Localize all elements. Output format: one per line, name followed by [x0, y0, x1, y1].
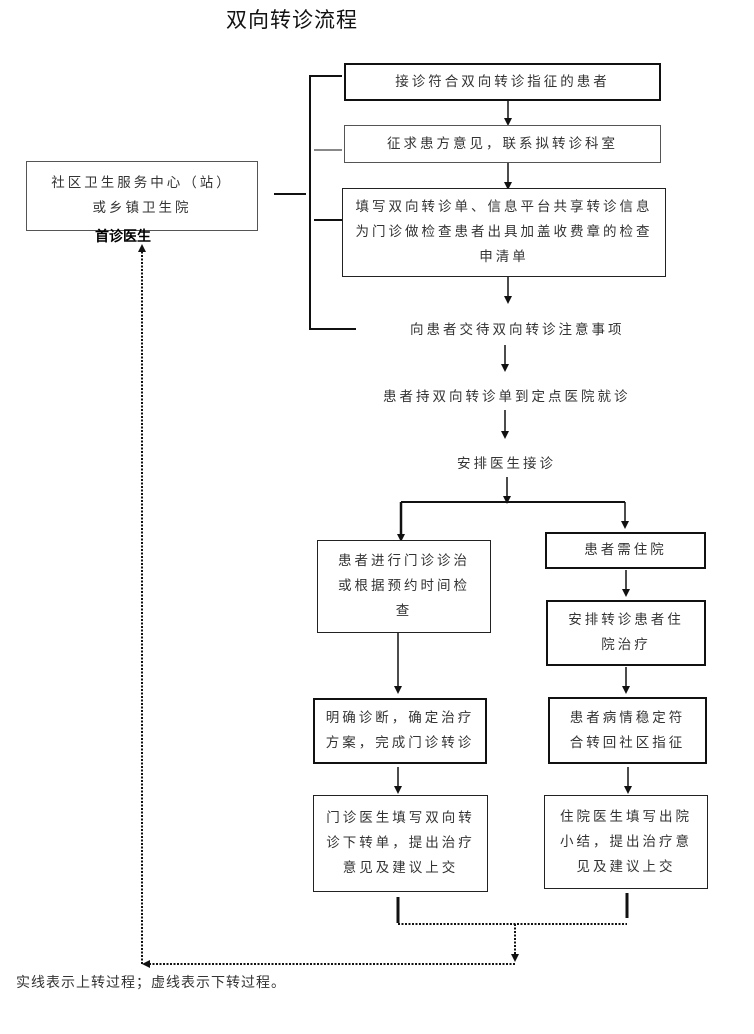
step-condition-stable: 患者病情稳定符合转回社区指征	[548, 697, 707, 764]
first-visit-doctor-label: 首诊医生	[95, 229, 151, 245]
step-needs-hospitalization: 患者需住院	[545, 532, 706, 569]
step-arrange-inpatient: 安排转诊患者住院治疗	[546, 600, 706, 666]
step-outpatient-treatment: 患者进行门诊诊治或根据预约时间检查	[317, 540, 491, 633]
step-patient-visits-hospital: 患者持双向转诊单到定点医院就诊	[383, 389, 631, 405]
legend-text: 实线表示上转过程；虚线表示下转过程。	[16, 975, 286, 991]
step-receive-patient: 接诊符合双向转诊指征的患者	[344, 63, 661, 101]
step-arrange-doctor: 安排医生接诊	[457, 456, 556, 472]
community-line1: 社区卫生服务中心（站）	[51, 175, 233, 191]
step-inpatient-doctor-summary: 住院医生填写出院小结，提出治疗意见及建议上交	[544, 795, 708, 889]
step-confirm-diagnosis: 明确诊断，确定治疗方案，完成门诊转诊	[313, 698, 487, 764]
step-inform-patient: 向患者交待双向转诊注意事项	[410, 322, 625, 338]
step-outpatient-doctor-form: 门诊医生填写双向转诊下转单，提出治疗意见及建议上交	[313, 795, 488, 892]
community-health-center-box: 社区卫生服务中心（站） 或乡镇卫生院	[26, 161, 258, 231]
step-fill-referral-form: 填写双向转诊单、信息平台共享转诊信息为门诊做检查患者出具加盖收费章的检查申清单	[342, 188, 666, 277]
community-line2: 或乡镇卫生院	[92, 200, 192, 216]
page-title: 双向转诊流程	[226, 8, 358, 32]
step-seek-consent: 征求患方意见，联系拟转诊科室	[344, 125, 661, 163]
